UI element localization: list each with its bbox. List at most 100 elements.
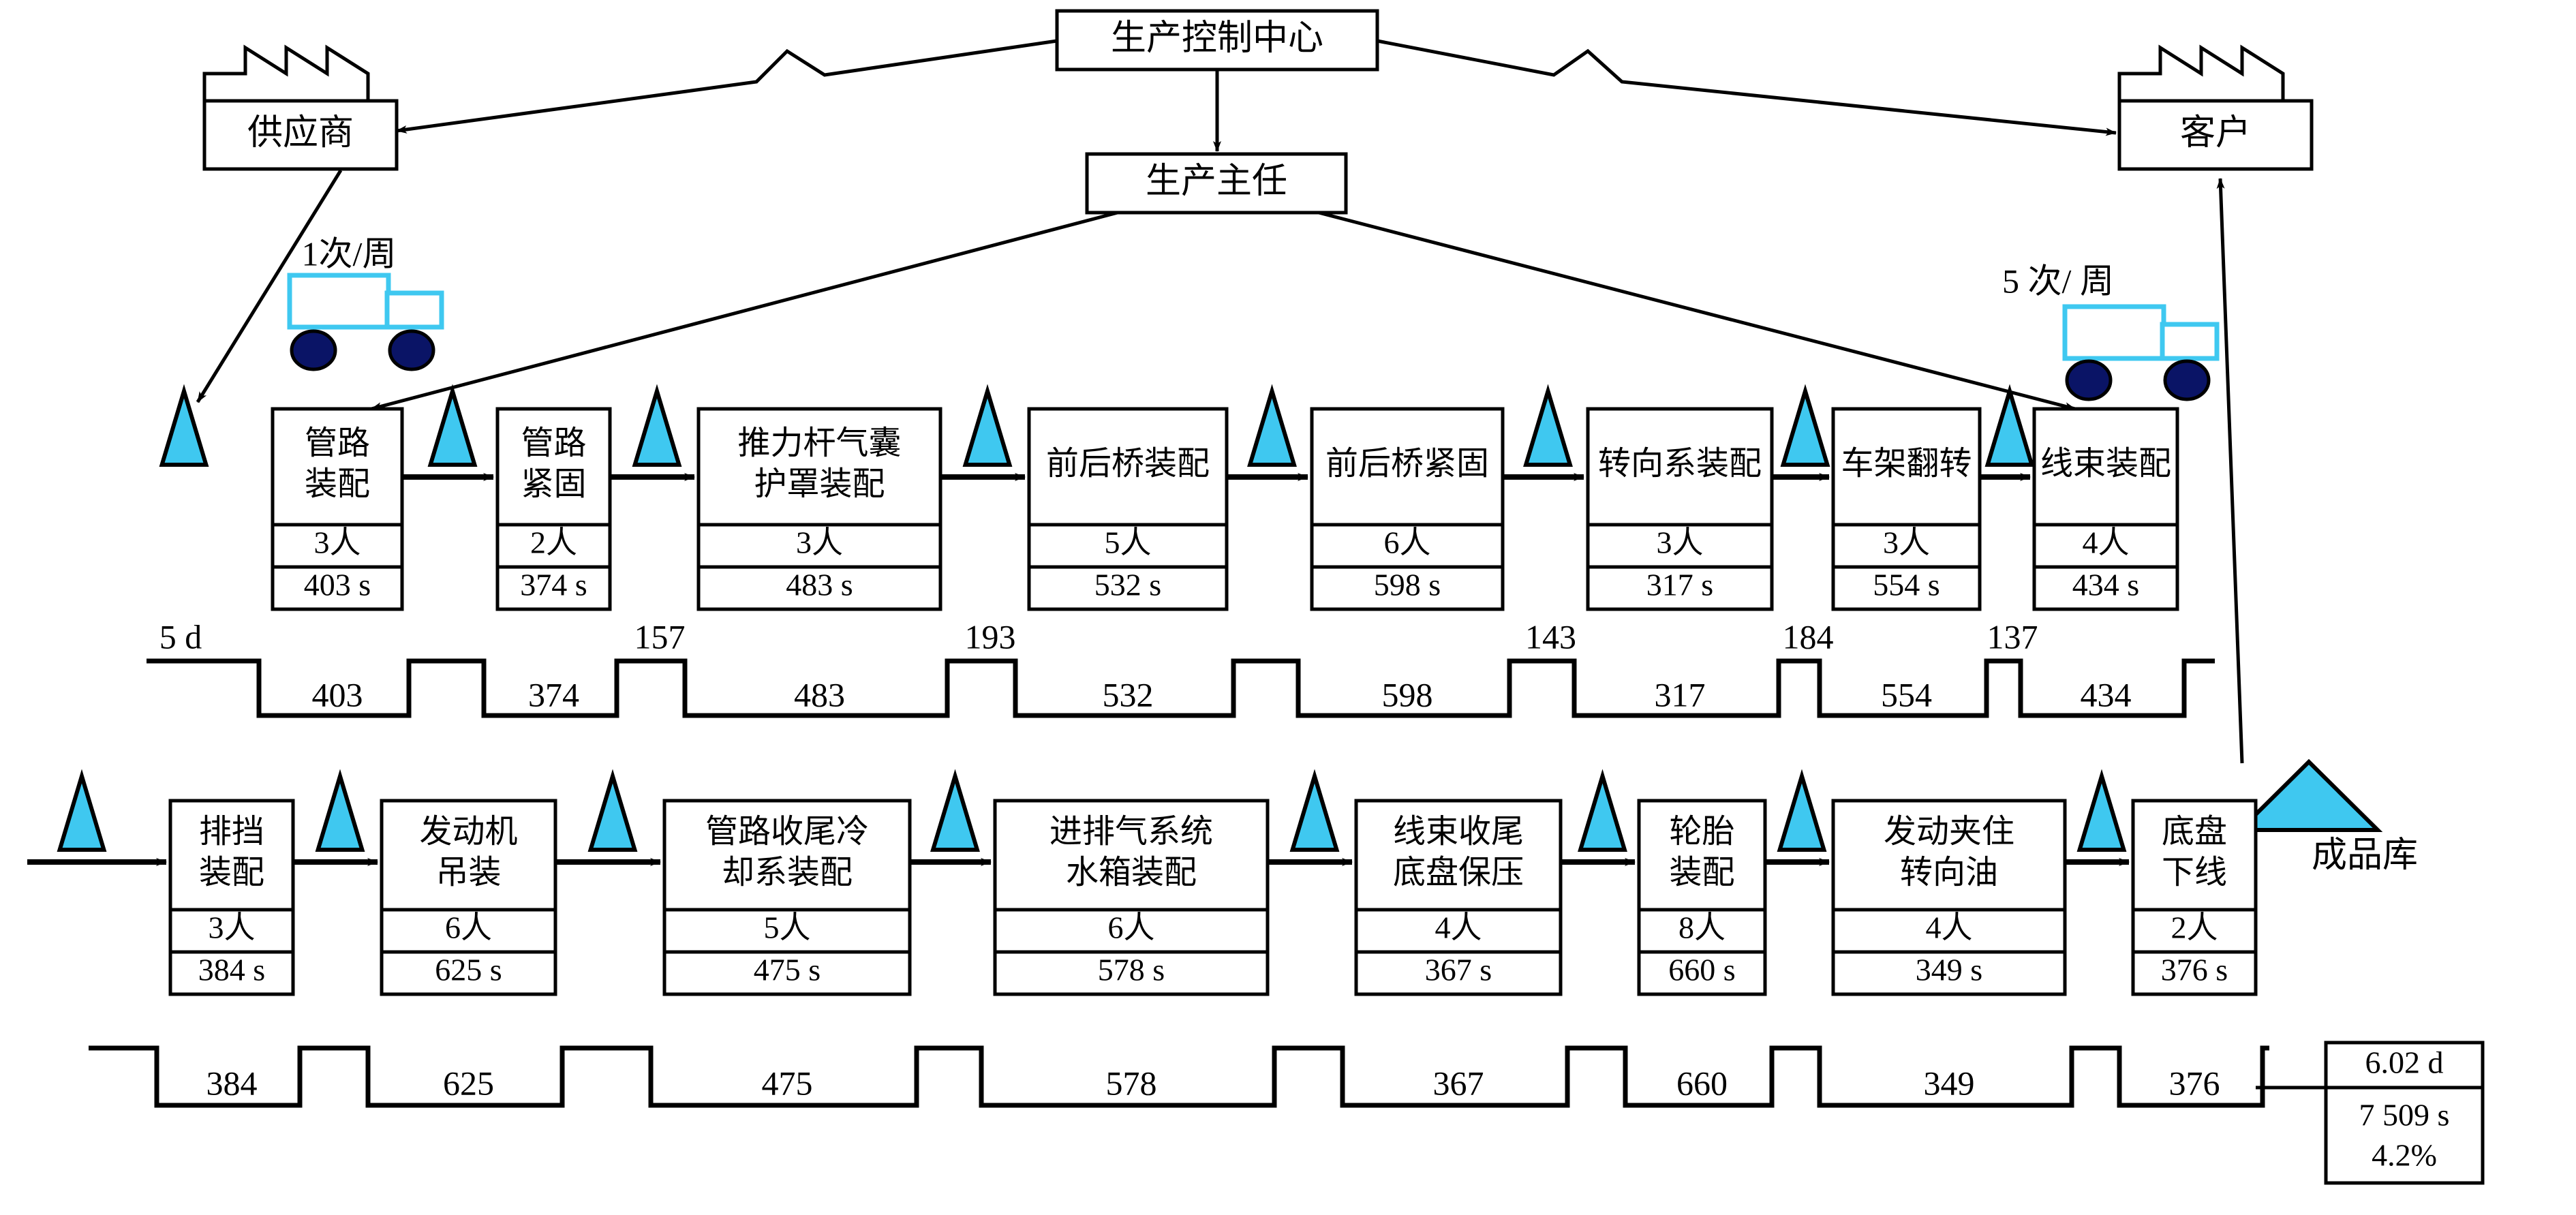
customer-shipment: 5 次/ 周	[2002, 262, 2220, 401]
process-name: 装配	[305, 466, 370, 502]
summary-lead-time: 6.02 d	[2365, 1045, 2444, 1080]
timeline-path	[147, 658, 2215, 718]
process-name: 装配	[1669, 855, 1734, 891]
process-time: 376 s	[2161, 953, 2228, 987]
timeline-process-time: 578	[1106, 1064, 1157, 1102]
process-time: 367 s	[1425, 953, 1492, 987]
process-name: 管路	[305, 425, 370, 461]
inventory-triangle-icon[interactable]	[427, 384, 478, 467]
process-name: 转向系装配	[1598, 446, 1762, 482]
process-time: 384 s	[198, 953, 265, 987]
inventory-triangle-icon[interactable]	[57, 769, 107, 852]
process-people: 6人	[1108, 910, 1155, 945]
connector-center-to-customer	[1377, 39, 2117, 136]
inventory-triangle-icon[interactable]	[1578, 769, 1627, 852]
connector-center-to-supplier	[396, 39, 1058, 134]
production-director[interactable]: 生产主任	[1085, 152, 1348, 215]
timeline-inventory-time: 5 d	[159, 617, 202, 656]
process-time: 625 s	[435, 953, 502, 987]
truck-icon	[2062, 304, 2220, 401]
inventory-triangle-icon[interactable]	[159, 384, 209, 467]
process-name: 吊装	[435, 855, 501, 891]
timeline-process-time: 660	[1676, 1064, 1728, 1102]
connector-supplier-to-raw-inventory	[196, 169, 343, 403]
customer-shipment-label: 5 次/ 周	[2002, 262, 2114, 300]
supplier-shipment: 1次/周	[287, 234, 444, 371]
process-people: 6人	[1384, 525, 1431, 560]
process-people: 3人	[1657, 525, 1704, 560]
process-people: 3人	[796, 525, 843, 560]
timeline-inventory-time: 184	[1783, 617, 1834, 656]
process-name: 进排气系统	[1049, 814, 1213, 850]
process-name: 紧固	[521, 466, 586, 502]
process-name: 转向油	[1900, 855, 1998, 891]
inventory-triangle-icon[interactable]	[1247, 384, 1297, 467]
production-director-label: 生产主任	[1146, 162, 1287, 201]
process-people: 2人	[530, 525, 577, 560]
summary-ratio: 4.2%	[2372, 1138, 2437, 1173]
production-control-center[interactable]: 生产控制中心	[1055, 9, 1379, 72]
process-name: 车架翻转	[1841, 446, 1972, 482]
timeline-process-time: 483	[794, 675, 845, 713]
process-time: 532 s	[1094, 568, 1161, 602]
timeline-process-time: 532	[1103, 675, 1154, 713]
inventory-triangle-icon[interactable]	[1984, 384, 2035, 467]
customer-node[interactable]: 客户	[2117, 44, 2314, 171]
connector-finished-goods-to-customer	[2216, 178, 2244, 764]
summary-process-time: 7 509 s	[2359, 1098, 2450, 1133]
connector-director-to-last-process	[1318, 211, 2076, 411]
process-time: 598 s	[1374, 568, 1441, 602]
inventory-triangle-icon[interactable]	[1523, 384, 1573, 467]
inventory-triangle-icon[interactable]	[1780, 384, 1830, 467]
finished-goods-inventory[interactable]: 成品库	[2235, 758, 2418, 875]
timeline-process-time: 475	[762, 1064, 813, 1102]
inventory-triangle-icon[interactable]	[2076, 769, 2127, 852]
process-people: 5人	[1105, 525, 1152, 560]
production-control-center-label: 生产控制中心	[1111, 19, 1323, 58]
inventory-triangle-icon[interactable]	[1777, 769, 1827, 852]
process-time: 403 s	[304, 568, 371, 602]
inventory-triangle-icon[interactable]	[1289, 769, 1340, 852]
process-time: 483 s	[786, 568, 853, 602]
process-name: 下线	[2162, 855, 2227, 891]
timeline-process-time: 376	[2169, 1064, 2220, 1102]
timeline-inventory-time: 137	[1987, 617, 2038, 656]
timeline-process-time: 384	[206, 1064, 258, 1102]
process-name: 护罩装配	[754, 466, 885, 502]
process-name: 装配	[199, 855, 264, 891]
process-people: 4人	[1926, 910, 1973, 945]
finished-goods-label: 成品库	[2312, 836, 2418, 875]
process-time: 434 s	[2072, 568, 2139, 602]
process-name: 线束收尾	[1393, 814, 1524, 850]
inventory-triangle-icon[interactable]	[587, 769, 638, 852]
process-time: 578 s	[1098, 953, 1165, 987]
inventory-triangle-icon[interactable]	[632, 384, 682, 467]
supplier-node[interactable]: 供应商	[202, 44, 399, 171]
timeline-process-time: 367	[1433, 1064, 1484, 1102]
inventory-triangle-icon[interactable]	[315, 769, 365, 852]
process-time: 660 s	[1668, 953, 1735, 987]
process-name: 发动机	[419, 814, 517, 850]
timeline-process-time: 598	[1382, 675, 1433, 713]
supplier-shipment-label: 1次/周	[302, 234, 397, 273]
inventory-triangle-icon[interactable]	[930, 769, 980, 852]
inventory-triangle-icon[interactable]	[962, 384, 1013, 467]
